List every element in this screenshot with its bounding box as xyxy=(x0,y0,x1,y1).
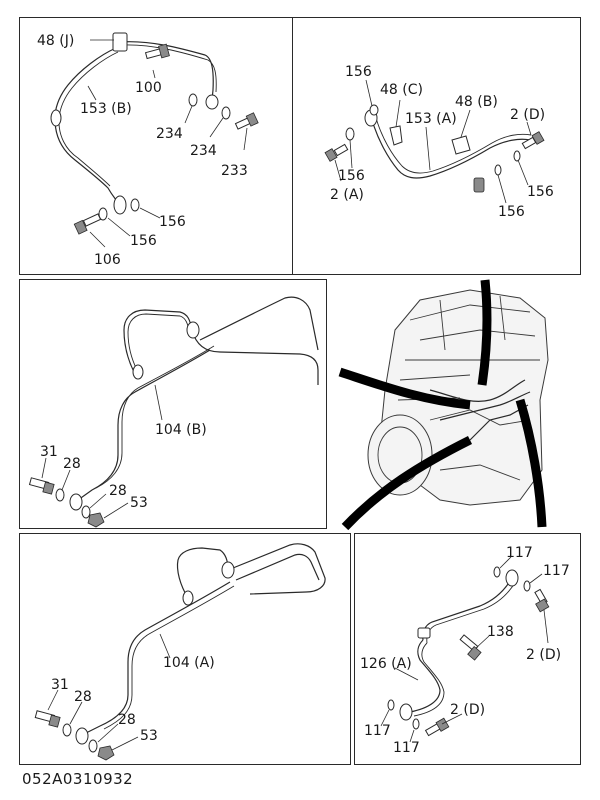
washer-156-right xyxy=(513,150,521,162)
label-104a: 104 (A) xyxy=(163,655,215,671)
washer-156-top xyxy=(369,104,379,116)
bolt-31-p5 xyxy=(34,710,61,728)
washer-28-a xyxy=(55,488,65,502)
label-156-mid: 156 xyxy=(338,168,365,184)
label-48b: 48 (B) xyxy=(455,94,498,110)
banjo-lower xyxy=(69,493,83,511)
label-153a: 153 (A) xyxy=(405,111,457,127)
label-28-p5a: 28 xyxy=(74,689,92,705)
pointer-line-4 xyxy=(515,398,547,528)
banjo-lower-104a xyxy=(75,727,89,745)
pipe-126a-assembly xyxy=(380,556,550,743)
label-117-c: 117 xyxy=(364,723,391,739)
bolt-31-p3 xyxy=(28,477,55,495)
pointer-line-1 xyxy=(338,367,471,410)
label-126a: 126 (A) xyxy=(360,656,412,672)
pipe-153a-assembly xyxy=(324,79,545,204)
banjo-48j xyxy=(112,32,128,52)
label-138: 138 xyxy=(487,624,514,640)
washer-117-b xyxy=(523,580,531,592)
bolt-233 xyxy=(234,112,259,130)
clamp-126a xyxy=(417,627,431,639)
panel-pipe-153b xyxy=(19,17,293,275)
banjo-upper-104a xyxy=(221,561,235,579)
pointer-line-2 xyxy=(477,279,492,386)
panel-pipe-153a xyxy=(292,17,581,275)
label-156-a: 156 xyxy=(159,214,186,230)
bolt-2d-upper xyxy=(534,588,550,613)
pipe-104b-assembly xyxy=(28,296,319,528)
banjo-left-104a xyxy=(182,590,194,606)
washer-28-d xyxy=(88,739,98,753)
washer-156-low xyxy=(494,164,502,176)
label-28-p3b: 28 xyxy=(109,483,127,499)
washer-117-c xyxy=(387,699,395,711)
nut-53-p5 xyxy=(97,745,115,761)
label-100: 100 xyxy=(135,80,162,96)
banjo-lower-126a xyxy=(399,703,413,721)
label-156-right: 156 xyxy=(527,184,554,200)
bolt-2a xyxy=(324,143,349,162)
nut-53 xyxy=(87,512,105,528)
washer-156-b xyxy=(98,207,108,221)
washer-234-b xyxy=(221,106,231,120)
label-53-p3: 53 xyxy=(130,495,148,511)
washer-117-a xyxy=(493,566,501,578)
label-153b: 153 (B) xyxy=(80,101,132,117)
fitting xyxy=(473,177,485,193)
label-31-p3: 31 xyxy=(40,444,58,460)
label-2d-lower: 2 (D) xyxy=(450,702,485,718)
banjo-upper-126a xyxy=(505,569,519,587)
engine-view xyxy=(338,279,549,531)
bolt-138 xyxy=(459,634,482,661)
washer-117-d xyxy=(412,718,420,730)
bracket-48c xyxy=(389,125,403,146)
banjo-left xyxy=(132,364,144,380)
label-117-a: 117 xyxy=(506,545,533,561)
label-106: 106 xyxy=(94,252,121,268)
washer-28-b xyxy=(81,505,91,519)
label-31-p5: 31 xyxy=(51,677,69,693)
label-234-b: 234 xyxy=(190,143,217,159)
label-117-b: 117 xyxy=(543,563,570,579)
drawing-code: 052A0310932 xyxy=(22,770,134,788)
bolt-2d xyxy=(521,131,545,150)
label-156-b: 156 xyxy=(130,233,157,249)
banjo-upper xyxy=(186,321,200,339)
bracket-48b xyxy=(451,135,471,155)
washer-156-a xyxy=(130,198,140,212)
panel-pipe-104b xyxy=(19,279,327,529)
label-2d-top: 2 (D) xyxy=(510,107,545,123)
washer-234-a xyxy=(188,93,198,107)
pipe-104a-assembly xyxy=(34,543,326,761)
label-28-p5b: 28 xyxy=(118,712,136,728)
label-48c: 48 (C) xyxy=(380,82,423,98)
label-156-low: 156 xyxy=(498,204,525,220)
banjo-end xyxy=(113,195,127,215)
label-104b: 104 (B) xyxy=(155,422,207,438)
label-117-d: 117 xyxy=(393,740,420,756)
pointer-line-3 xyxy=(341,435,473,531)
clip xyxy=(50,109,62,127)
label-53-p5: 53 xyxy=(140,728,158,744)
bolt-100 xyxy=(144,43,170,60)
label-2d-upper: 2 (D) xyxy=(526,647,561,663)
pipe-153b-assembly xyxy=(50,32,259,248)
washer-28-c xyxy=(62,723,72,737)
bolt-2d-lower xyxy=(424,717,450,737)
label-48j: 48 (J) xyxy=(37,33,74,49)
banjo-end-upper xyxy=(205,94,219,110)
panel-pipe-104a xyxy=(19,533,351,765)
label-28-p3a: 28 xyxy=(63,456,81,472)
label-234-a: 234 xyxy=(156,126,183,142)
washer-156-left xyxy=(345,127,355,141)
label-2a: 2 (A) xyxy=(330,187,364,203)
panel-pipe-126a xyxy=(354,533,581,765)
bolt-106 xyxy=(73,213,102,235)
label-233: 233 xyxy=(221,163,248,179)
label-156-top: 156 xyxy=(345,64,372,80)
